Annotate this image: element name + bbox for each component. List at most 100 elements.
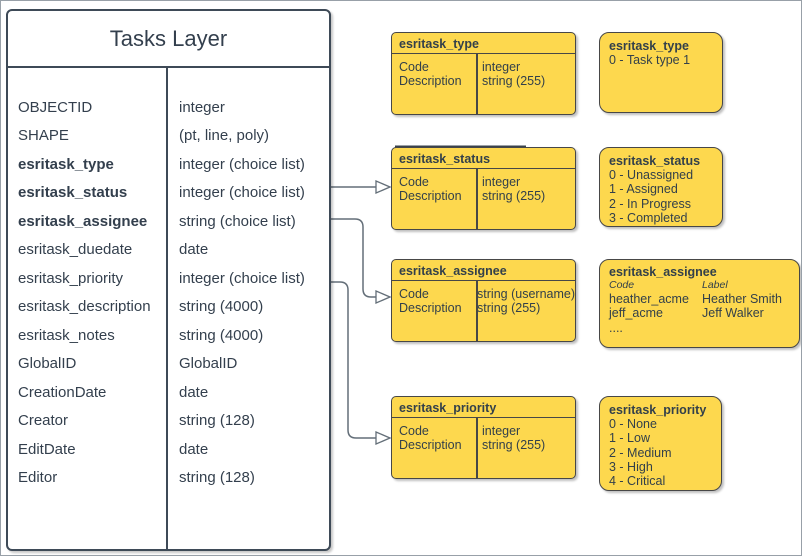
value-item: 0 - Unassigned xyxy=(609,168,694,183)
field-name: GlobalID xyxy=(18,355,77,373)
domain-cell: Code xyxy=(399,175,429,189)
field-type: string (4000) xyxy=(179,298,264,316)
arrowhead-assignee-icon xyxy=(375,290,392,304)
value-box-title: esritask_type xyxy=(609,39,689,53)
field-row: SHAPE (pt, line, poly) xyxy=(8,122,329,151)
field-name: esritask_type xyxy=(18,155,114,173)
domain-cell: string (username) xyxy=(477,287,575,301)
domain-divider xyxy=(476,281,478,341)
value-item: 3 - Completed xyxy=(609,210,688,225)
value-item: 0 - Task type 1 xyxy=(609,53,691,68)
field-name: SHAPE xyxy=(18,127,69,145)
value-row: heather_acme Heather Smith xyxy=(609,292,790,306)
connector-assignee xyxy=(331,218,376,298)
domain-cell: Description xyxy=(399,301,462,315)
field-row: EditDate date xyxy=(8,435,329,464)
value-row: jeff_acme Jeff Walker xyxy=(609,306,790,320)
field-row: esritask_assignee string (choice list) xyxy=(8,207,329,236)
domain-cell: string (255) xyxy=(482,189,546,203)
domain-cell: string (255) xyxy=(482,438,546,452)
field-row: esritask_description string (4000) xyxy=(8,293,329,322)
field-type: string (choice list) xyxy=(179,212,296,230)
field-row: esritask_status integer (choice list) xyxy=(8,179,329,208)
value-box-priority: esritask_priority 0 - None 1 - Low 2 - M… xyxy=(599,396,722,491)
field-name: CreationDate xyxy=(18,383,107,401)
value-box-title: esritask_status xyxy=(609,154,701,168)
field-name: Creator xyxy=(18,412,69,430)
domain-cell: integer xyxy=(482,60,521,74)
field-type: GlobalID xyxy=(179,355,238,373)
tasks-layer-title: Tasks Layer xyxy=(8,11,329,68)
field-name: EditDate xyxy=(18,440,76,458)
value-label: Jeff Walker xyxy=(702,306,764,321)
value-box-assignee: esritask_assignee Code Label heather_acm… xyxy=(599,259,800,348)
value-label: Heather Smith xyxy=(702,292,782,307)
field-type: (pt, line, poly) xyxy=(179,127,270,145)
domain-cell: integer xyxy=(482,175,521,189)
field-name: esritask_notes xyxy=(18,326,115,344)
domain-cell: Code xyxy=(399,424,429,438)
domain-table-title: esritask_type xyxy=(392,33,575,54)
field-type: integer (choice list) xyxy=(179,269,305,287)
domain-cell: integer xyxy=(482,424,521,438)
value-more-ellipsis: .... xyxy=(609,320,623,335)
field-row: Creator string (128) xyxy=(8,407,329,436)
field-type: date xyxy=(179,383,209,401)
field-type: date xyxy=(179,241,209,259)
field-type: string (4000) xyxy=(179,326,264,344)
domain-table-title: esritask_assignee xyxy=(392,260,575,281)
field-row: esritask_priority integer (choice list) xyxy=(8,264,329,293)
field-row: GlobalID GlobalID xyxy=(8,350,329,379)
domain-table-title: esritask_status xyxy=(392,148,575,169)
field-row: CreationDate date xyxy=(8,378,329,407)
value-item: 4 - Critical xyxy=(609,474,666,489)
arrowhead-status-icon xyxy=(375,180,392,194)
field-type: string (128) xyxy=(179,412,255,430)
domain-cell: Code xyxy=(399,60,429,74)
value-col-header: Label xyxy=(702,279,728,292)
domain-table-title: esritask_priority xyxy=(392,397,575,418)
domain-divider xyxy=(476,418,478,478)
domain-cell: Description xyxy=(399,189,462,203)
field-name: esritask_priority xyxy=(18,269,124,287)
arrowhead-priority-icon xyxy=(375,431,392,445)
domain-cell: Description xyxy=(399,74,462,88)
column-divider xyxy=(166,68,168,549)
domain-cell: string (255) xyxy=(477,301,541,315)
value-item: 0 - None xyxy=(609,417,657,432)
value-item: 3 - High xyxy=(609,459,653,474)
domain-divider xyxy=(476,54,478,114)
domain-cell: Description xyxy=(399,438,462,452)
value-box-title: esritask_priority xyxy=(609,403,707,417)
field-type: integer (choice list) xyxy=(179,184,305,202)
field-row: esritask_type integer (choice list) xyxy=(8,150,329,179)
field-name: esritask_assignee xyxy=(18,212,148,230)
value-col-header: Code xyxy=(609,279,635,292)
field-name: OBJECTID xyxy=(18,98,93,116)
value-code: jeff_acme xyxy=(609,306,663,321)
domain-cell: string (255) xyxy=(482,74,546,88)
domain-cell: Code xyxy=(399,287,429,301)
value-item: 1 - Low xyxy=(609,431,650,446)
value-item: 1 - Assigned xyxy=(609,182,678,197)
connector-priority xyxy=(331,281,376,439)
field-type: date xyxy=(179,440,209,458)
field-name: esritask_status xyxy=(18,184,128,202)
value-box-type: esritask_type 0 - Task type 1 xyxy=(599,32,723,113)
domain-divider xyxy=(476,169,478,229)
field-type: integer (choice list) xyxy=(179,155,305,173)
value-code: heather_acme xyxy=(609,292,689,307)
value-box-title: esritask_assignee xyxy=(609,265,717,279)
value-box-status: esritask_status 0 - Unassigned 1 - Assig… xyxy=(599,147,723,227)
field-name: Editor xyxy=(18,469,58,487)
field-name: esritask_description xyxy=(18,298,151,316)
